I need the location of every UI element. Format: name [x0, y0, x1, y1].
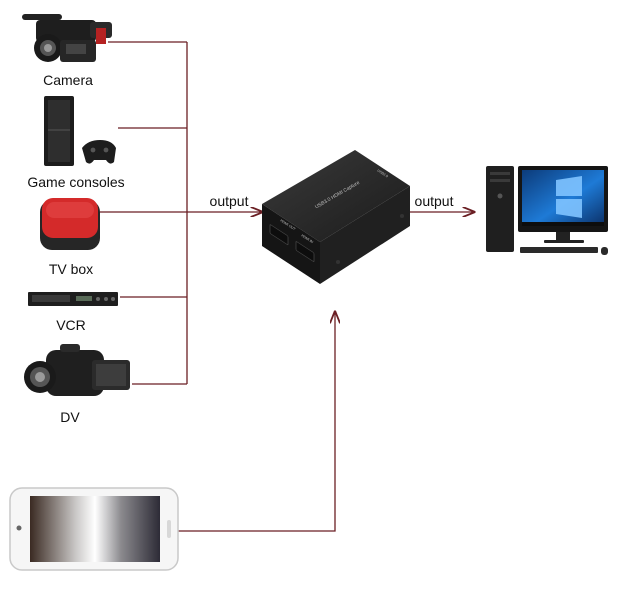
source-label-dv: DV	[60, 409, 80, 425]
dv-camcorder-icon	[24, 344, 130, 396]
tv-box-icon	[40, 198, 100, 250]
source-label-tv-box: TV box	[48, 261, 94, 277]
wire-phone-to-capture	[178, 312, 335, 532]
output-label-left: output	[209, 193, 249, 209]
smartphone-icon	[9, 487, 179, 571]
hdmi-capture-card-icon: USB3.0 HDMI Capture HDMI OUT HDMI IN USB…	[262, 150, 410, 284]
source-label-camera: Camera	[43, 72, 93, 88]
capture-card-port-out-text: HDMI IN	[300, 233, 314, 244]
source-label-game-consoles: Game consoles	[27, 174, 125, 190]
video-camera-icon	[22, 14, 112, 62]
game-console-icon	[44, 96, 116, 166]
vcr-icon	[28, 292, 118, 306]
wiring	[100, 41, 474, 532]
capture-card-side-text: USB3.0	[376, 168, 388, 178]
output-label-right: output	[414, 193, 454, 209]
source-label-vcr: VCR	[56, 317, 86, 333]
desktop-computer-icon	[486, 166, 608, 255]
